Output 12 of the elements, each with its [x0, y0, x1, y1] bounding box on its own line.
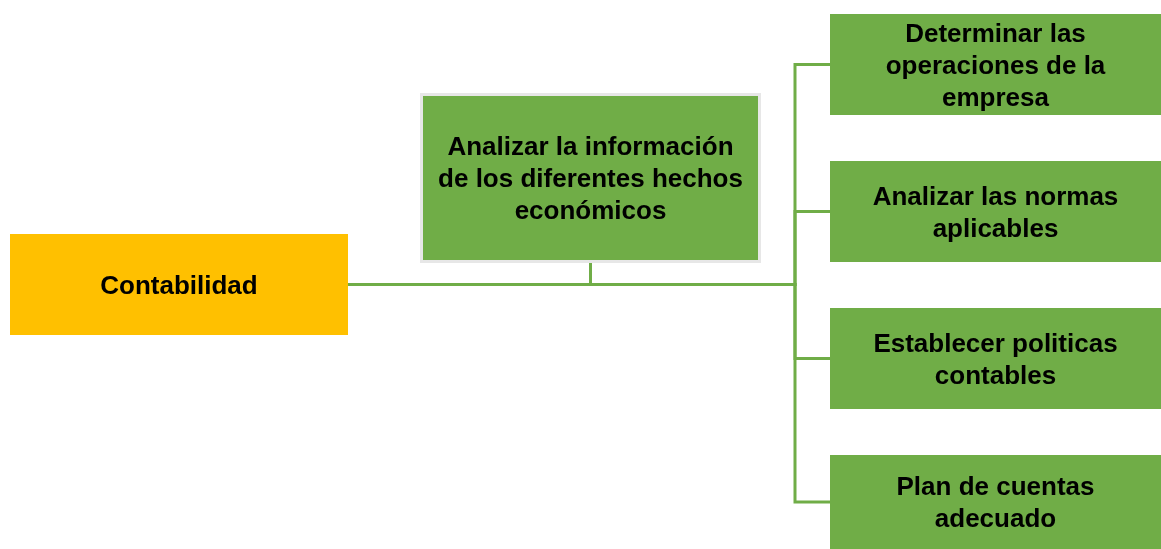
process-box: [10, 234, 348, 335]
process-box: [830, 14, 1161, 115]
process-box: [830, 308, 1161, 409]
process-box: [830, 161, 1161, 262]
box-text: Analizar las normas aplicables: [871, 179, 1120, 244]
box-text: Determinar las operaciones de la empresa: [884, 16, 1107, 113]
box-text: Establecer politicas contables: [872, 326, 1119, 391]
box-text: Plan de cuentas adecuado: [895, 470, 1096, 534]
process-box: [420, 93, 761, 263]
box-text: Analizar la información de los diferentes hechos económicos: [437, 130, 744, 226]
box-text: Contabilidad: [100, 268, 258, 301]
process-box: [830, 455, 1161, 549]
